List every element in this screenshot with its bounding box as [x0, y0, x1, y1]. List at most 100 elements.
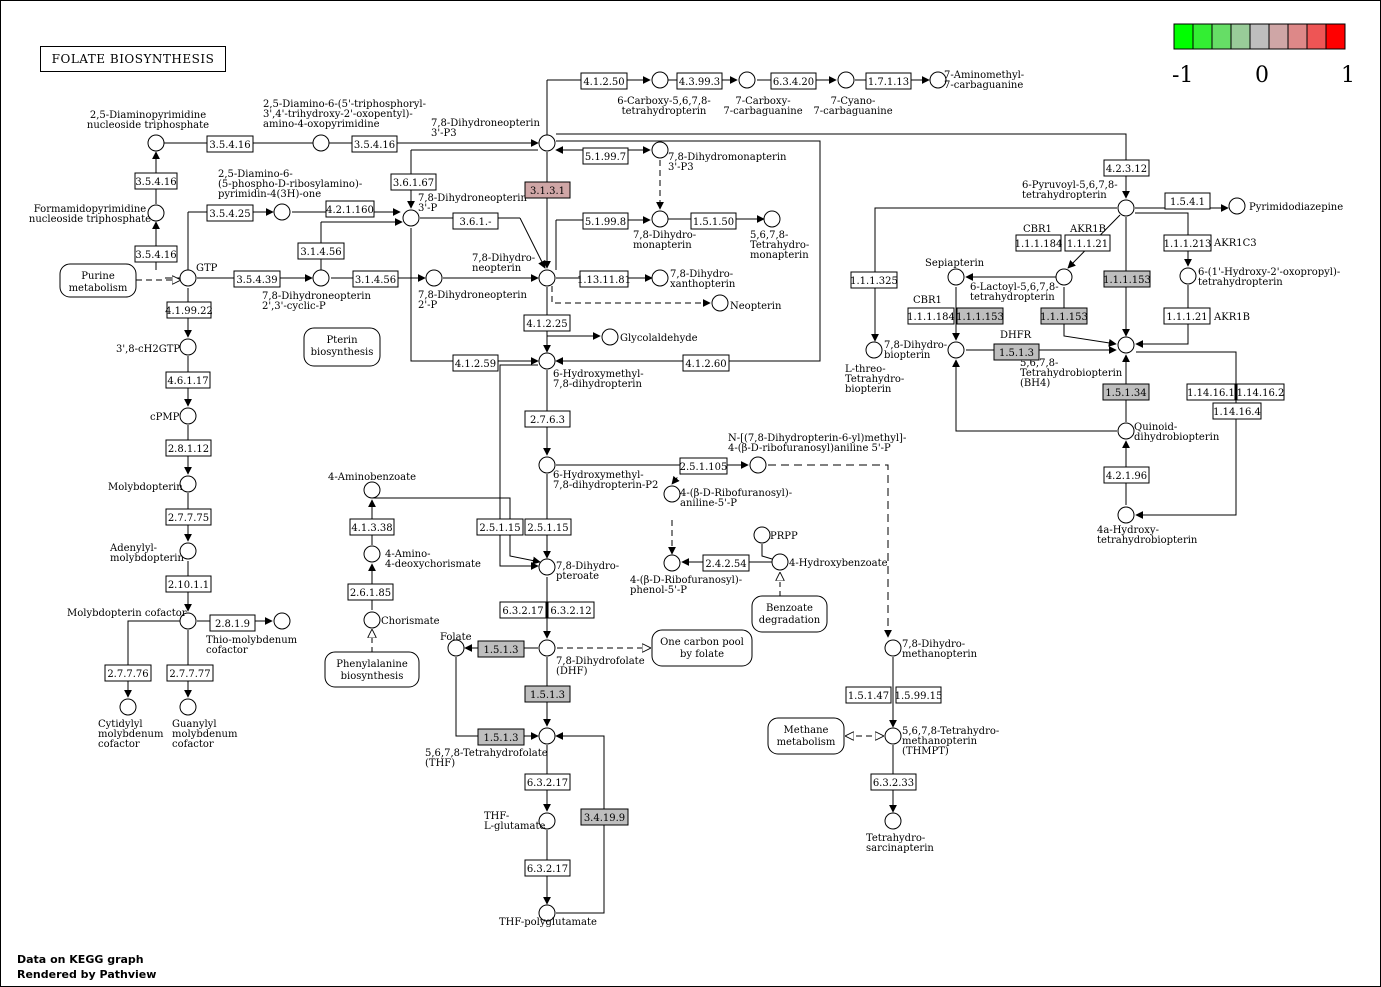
enzyme-3.1.4.56b[interactable]: 3.1.4.56 [352, 270, 399, 288]
enzyme-6.3.2.33[interactable]: 6.3.2.33 [870, 773, 917, 791]
compound-node[interactable] [179, 338, 197, 356]
compound-node[interactable] [538, 456, 556, 474]
compound-node[interactable] [179, 542, 197, 560]
compound-node[interactable] [1117, 336, 1135, 354]
compound-node[interactable] [837, 71, 855, 89]
enzyme-1.14.16.1[interactable]: 1.14.16.1 [1186, 383, 1236, 401]
compound-sep[interactable]: Sepiapterin [925, 258, 985, 286]
enzyme-1.1.1.21a[interactable]: 1.1.1.21 [1064, 234, 1111, 252]
enzyme-1.5.1.3b[interactable]: 1.5.1.3 [524, 685, 571, 703]
enzyme-3.5.4.25[interactable]: 3.5.4.25 [206, 204, 254, 222]
compound-node[interactable] [538, 558, 556, 576]
compound-node[interactable] [1179, 267, 1197, 285]
compound-hbz[interactable]: 4-Hydroxybenzoate [771, 553, 888, 571]
enzyme-3.1.4.56a[interactable]: 3.1.4.56 [297, 242, 345, 260]
compound-dpr[interactable]: 2,5-Diamino-6-(5-phospho-D-ribosylamino)… [218, 169, 362, 221]
enzyme-2.4.2.54[interactable]: 2.4.2.54 [702, 554, 750, 572]
compound-hop[interactable]: 6-(1'-Hydroxy-2'-oxopropyl)-tetrahydropt… [1179, 267, 1340, 288]
enzyme-1.5.99.15[interactable]: 1.5.99.15 [895, 686, 943, 704]
enzyme-1.1.1.153b[interactable]: 1.1.1.153 [956, 307, 1004, 325]
enzyme-6.3.2.17a[interactable]: 6.3.2.17 [499, 601, 547, 619]
compound-node[interactable] [1117, 199, 1135, 217]
compound-node[interactable] [738, 71, 756, 89]
compound-mpc[interactable]: Molybdopterin cofactor [67, 608, 197, 630]
compound-node[interactable] [363, 545, 381, 563]
compound-pdz[interactable]: Pyrimidodiazepine [1228, 197, 1343, 215]
compound-hmdp[interactable]: 6-Hydroxymethyl-7,8-dihydropterin [538, 352, 644, 390]
compound-p4[interactable]: 7-Aminomethyl-7-carbaguanine [929, 70, 1024, 91]
compound-prpp[interactable]: PRPP [753, 526, 798, 544]
compound-mpt[interactable]: Molybdopterin [108, 475, 197, 493]
compound-node[interactable] [538, 727, 556, 745]
enzyme-4.1.3.38[interactable]: 4.1.3.38 [349, 518, 395, 536]
compound-gly[interactable]: Glycolaldehyde [601, 328, 698, 346]
compound-dmp[interactable]: 7,8-Dihydro-monapterin [633, 210, 696, 251]
compound-node[interactable] [1228, 197, 1246, 215]
compound-p2[interactable]: 7-Carboxy-7-carbaguanine [723, 71, 803, 117]
compound-thmpt[interactable]: 5,6,7,8-Tetrahydro-methanopterin(THMPT) [884, 726, 999, 757]
compound-thm[interactable]: 5,6,7,8-Tetrahydro-monapterin [750, 210, 809, 261]
compound-node[interactable] [119, 698, 137, 716]
compound-dbp[interactable]: 7,8-Dihydro-biopterin [884, 340, 965, 361]
compound-node[interactable] [147, 134, 165, 152]
compound-node[interactable] [425, 269, 443, 287]
compound-node[interactable] [947, 268, 965, 286]
compound-fol[interactable]: Folate [440, 632, 472, 657]
compound-node[interactable] [651, 141, 669, 159]
compound-node[interactable] [312, 134, 330, 152]
enzyme-1.5.1.3c[interactable]: 1.5.1.3 [477, 728, 525, 746]
enzyme-1.14.16.2[interactable]: 1.14.16.2 [1236, 383, 1285, 401]
compound-dxp[interactable]: 7,8-Dihydro-xanthopterin [651, 269, 736, 290]
enzyme-4.1.99.22[interactable]: 4.1.99.22 [165, 301, 213, 319]
compound-p3[interactable]: 7-Cyano-7-carbaguanine [813, 71, 893, 117]
compound-node[interactable] [884, 727, 902, 745]
compound-node[interactable] [865, 341, 883, 359]
enzyme-3.6.1.67[interactable]: 3.6.1.67 [390, 173, 437, 191]
compound-bh4[interactable]: 5,6,7,8-Tetrahydrobiopterin(BH4) [1020, 336, 1135, 389]
compound-node[interactable] [363, 481, 381, 499]
compound-node[interactable] [538, 269, 556, 287]
enzyme-4.6.1.17[interactable]: 4.6.1.17 [165, 371, 211, 389]
compound-dmt[interactable]: 7,8-Dihydro-methanopterin [884, 639, 978, 660]
compound-node[interactable] [651, 210, 669, 228]
enzyme-2.7.7.76[interactable]: 2.7.7.76 [104, 664, 152, 682]
compound-dpt[interactable]: 7,8-Dihydro-pteroate [538, 558, 619, 582]
compound-lth[interactable]: L-threo-Tetrahydro-biopterin [845, 341, 904, 395]
enzyme-4.1.2.59[interactable]: 4.1.2.59 [452, 354, 499, 372]
enzyme-4.1.2.60[interactable]: 4.1.2.60 [682, 354, 730, 372]
compound-gtp[interactable]: GTP [179, 263, 218, 287]
enzyme-1.13.11.81[interactable]: 1.13.11.81 [577, 270, 631, 288]
compound-qdb[interactable]: Quinoid-dihydrobiopterin [1117, 422, 1220, 443]
compound-node[interactable] [763, 210, 781, 228]
enzyme-5.1.99.8[interactable]: 5.1.99.8 [582, 212, 629, 230]
enzyme-6.3.4.20[interactable]: 6.3.4.20 [770, 72, 817, 90]
compound-node[interactable] [312, 269, 330, 287]
compound-dtp[interactable]: 2,5-Diamino-6-(5'-triphosphoryl-3',4'-tr… [263, 99, 426, 152]
compound-node[interactable] [711, 294, 729, 312]
enzyme-1.1.1.184b[interactable]: 1.1.1.184 [907, 307, 955, 325]
compound-node[interactable] [884, 639, 902, 657]
enzyme-2.8.1.12[interactable]: 2.8.1.12 [165, 439, 212, 457]
enzyme-1.1.1.153c[interactable]: 1.1.1.153 [1040, 307, 1088, 325]
enzyme-4.2.1.96[interactable]: 4.2.1.96 [1103, 466, 1150, 484]
enzyme-3.5.4.16a[interactable]: 3.5.4.16 [206, 135, 254, 153]
compound-node[interactable] [663, 485, 681, 503]
compound-node[interactable] [179, 612, 197, 630]
enzyme-2.5.1.105[interactable]: 2.5.1.105 [679, 457, 728, 475]
compound-node[interactable] [749, 456, 767, 474]
compound-htb[interactable]: 4a-Hydroxy-tetrahydrobiopterin [1097, 506, 1198, 546]
enzyme-1.1.1.153a[interactable]: 1.1.1.153 [1103, 270, 1151, 288]
enzyme-1.5.1.47[interactable]: 1.5.1.47 [845, 686, 892, 704]
compound-thf[interactable]: 5,6,7,8-Tetrahydrofolate(THF) [425, 727, 556, 769]
compound-hmpp[interactable]: 6-Hydroxymethyl-7,8-dihydropterin-P2 [538, 456, 658, 491]
enzyme-1.5.1.34[interactable]: 1.5.1.34 [1102, 383, 1150, 401]
compound-node[interactable] [273, 612, 291, 630]
compound-node[interactable] [1117, 422, 1135, 440]
